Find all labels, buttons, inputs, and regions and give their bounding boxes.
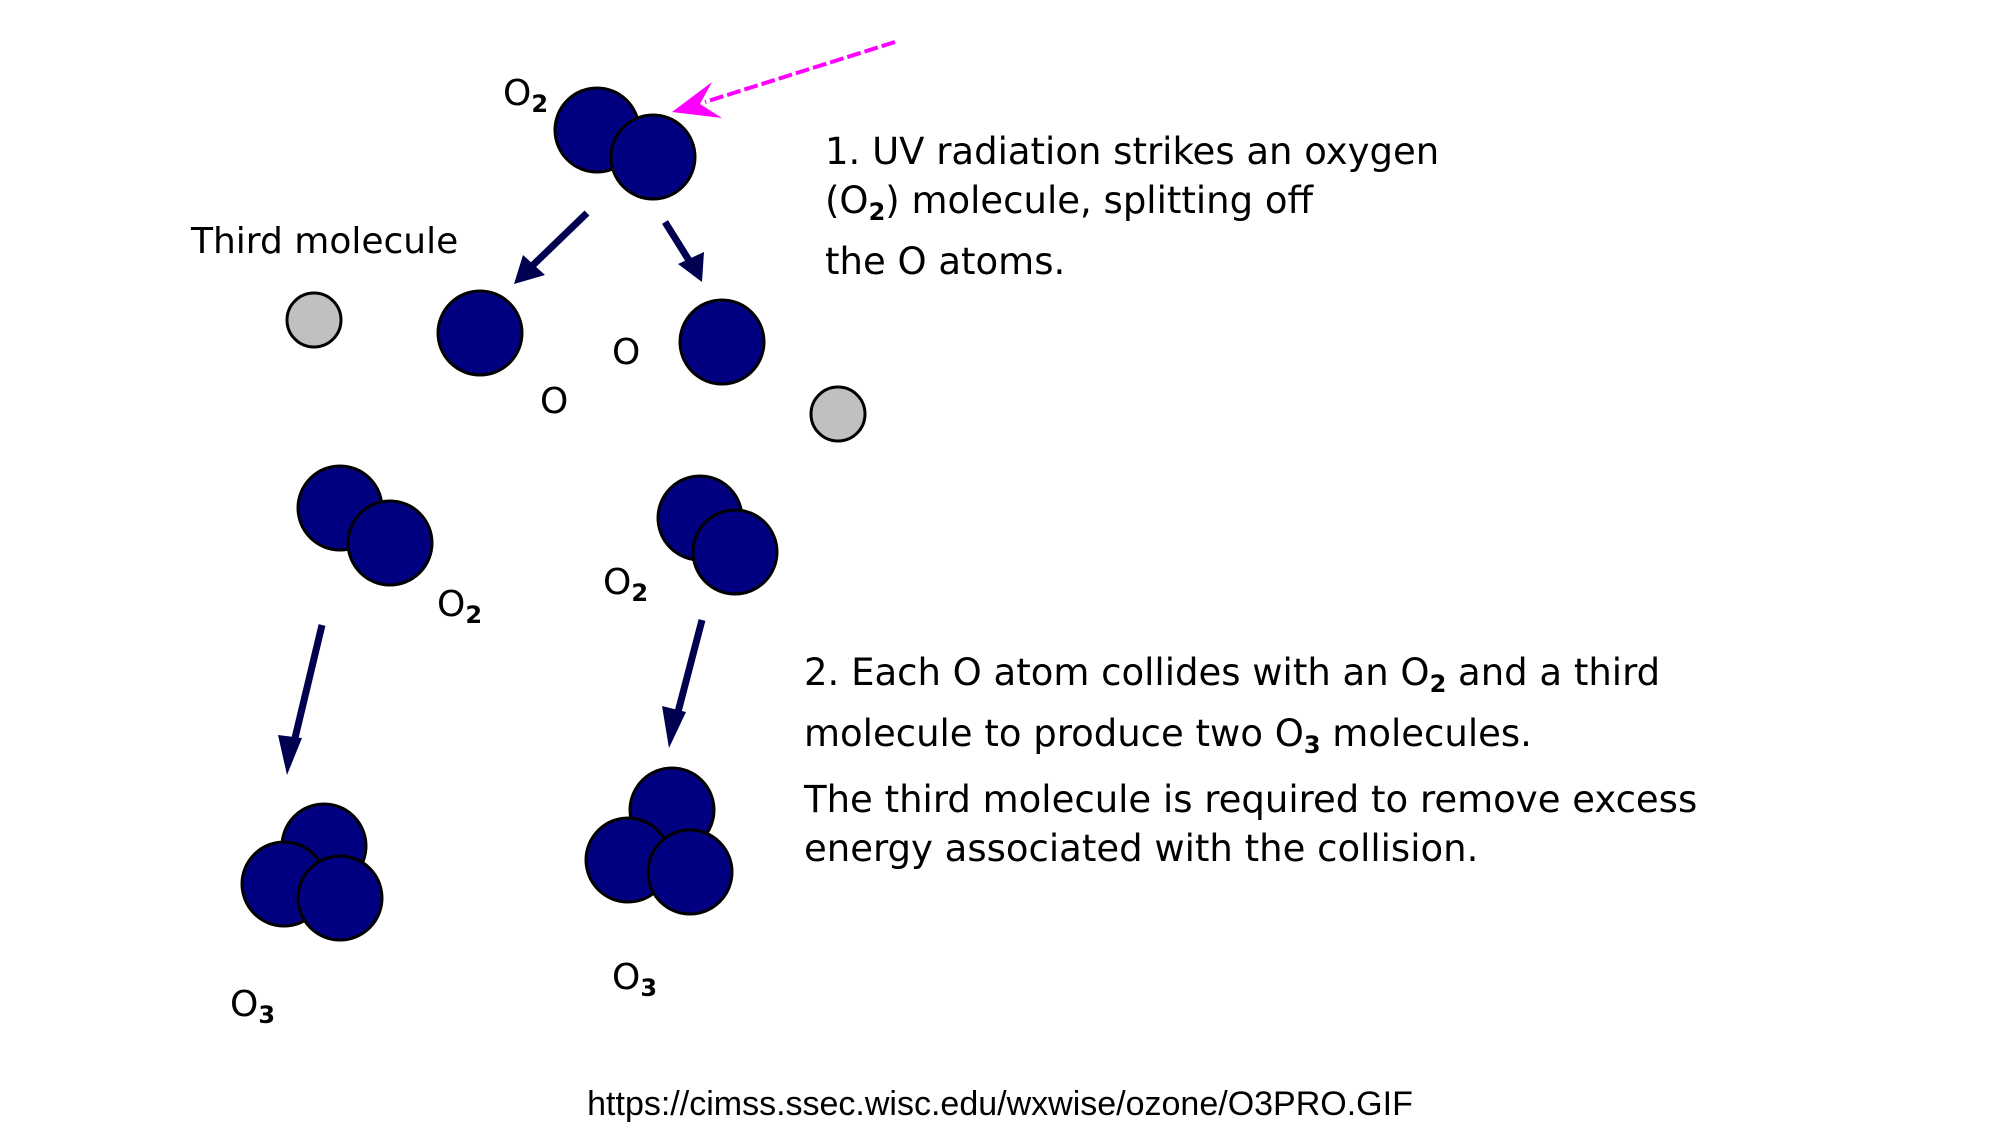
label-o2-mid-right: O2 xyxy=(603,562,649,608)
label-o-atom-right: O xyxy=(612,332,641,373)
o2-molecule-top xyxy=(553,86,697,201)
o2-molecule-mid-right xyxy=(656,474,779,596)
label-o3-left: O3 xyxy=(230,984,276,1030)
split-arrow-left xyxy=(514,210,590,284)
step2-line1: 2. Each O atom collides with an O2 and a… xyxy=(804,651,1661,698)
o-atom-left xyxy=(436,289,524,377)
step2-description: 2. Each O atom collides with an O2 and a… xyxy=(804,648,1697,873)
label-o2-top: O2 xyxy=(503,73,549,119)
o3-molecule-right xyxy=(584,766,734,916)
reaction-arrow-right xyxy=(662,619,706,748)
third-molecule-left xyxy=(285,291,343,349)
label-o2-mid-left: O2 xyxy=(437,584,483,630)
step1-line2: (O2) molecule, splitting off xyxy=(825,179,1313,226)
source-url: https://cimss.ssec.wisc.edu/wxwise/ozone… xyxy=(587,1085,1413,1123)
split-arrow-right xyxy=(662,220,704,282)
label-third-molecule: Third molecule xyxy=(191,221,459,262)
label-o-atom-left: O xyxy=(540,381,569,422)
step1-description: 1. UV radiation strikes an oxygen (O2) m… xyxy=(825,127,1439,286)
label-o3-right: O3 xyxy=(612,957,658,1003)
third-molecule-right xyxy=(809,385,867,443)
reaction-arrow-left xyxy=(278,624,326,775)
step2-line4: energy associated with the collision. xyxy=(804,827,1479,870)
step2-line3: The third molecule is required to remove… xyxy=(804,778,1698,821)
o3-molecule-left xyxy=(240,802,384,942)
o-atom-right xyxy=(678,298,766,386)
uv-radiation-arrow xyxy=(672,40,896,118)
step2-line2: molecule to produce two O3 molecules. xyxy=(804,712,1532,759)
o2-molecule-mid-left xyxy=(296,464,434,587)
step1-line1: 1. UV radiation strikes an oxygen xyxy=(825,130,1440,173)
step1-line3: the O atoms. xyxy=(825,240,1066,283)
